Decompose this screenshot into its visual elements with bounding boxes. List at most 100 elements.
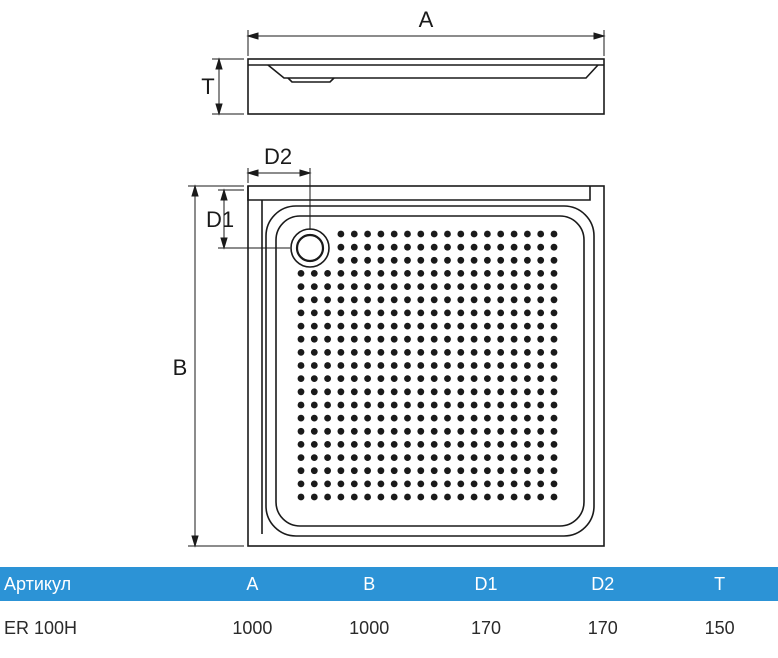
anti-slip-dot xyxy=(337,362,345,369)
anti-slip-dot xyxy=(324,335,331,343)
anti-slip-dot xyxy=(550,335,558,343)
anti-slip-dot xyxy=(350,467,358,475)
anti-slip-dot xyxy=(404,309,411,317)
anti-slip-dot xyxy=(337,296,345,304)
anti-slip-dot xyxy=(510,230,518,238)
anti-slip-dot xyxy=(377,480,385,488)
anti-slip-dot xyxy=(364,467,371,475)
anti-slip-dot xyxy=(310,362,318,369)
anti-slip-dot xyxy=(444,256,451,264)
anti-slip-dot xyxy=(364,493,371,501)
anti-slip-dot xyxy=(457,493,465,501)
anti-slip-dot xyxy=(364,283,371,290)
anti-slip-dot xyxy=(537,401,545,409)
anti-slip-dot xyxy=(457,480,465,488)
anti-slip-dot xyxy=(350,283,358,290)
anti-slip-dot xyxy=(297,270,305,277)
anti-slip-dot xyxy=(524,283,531,290)
anti-slip-dot xyxy=(404,270,411,277)
anti-slip-dot xyxy=(484,230,491,238)
anti-slip-dot xyxy=(497,375,505,382)
drain-inner-ring xyxy=(295,233,325,263)
anti-slip-dot xyxy=(297,296,305,304)
anti-slip-dot xyxy=(377,230,385,238)
anti-slip-dot xyxy=(497,427,505,435)
anti-slip-dot xyxy=(337,467,345,475)
anti-slip-dot xyxy=(310,388,318,396)
anti-slip-dot xyxy=(417,375,425,382)
anti-slip-dot xyxy=(484,335,491,343)
anti-slip-dot xyxy=(390,441,398,448)
anti-slip-dot xyxy=(390,256,398,264)
anti-slip-dot xyxy=(297,283,305,290)
anti-slip-dot xyxy=(310,375,318,382)
anti-slip-dot xyxy=(444,375,451,382)
anti-slip-dot xyxy=(297,401,305,409)
anti-slip-dot xyxy=(364,388,371,396)
anti-slip-dot xyxy=(457,349,465,356)
anti-slip-dot xyxy=(550,414,558,422)
anti-slip-dot-grid xyxy=(297,230,558,501)
anti-slip-dot xyxy=(350,454,358,461)
anti-slip-dot xyxy=(364,309,371,317)
anti-slip-dot xyxy=(470,230,478,238)
anti-slip-dot xyxy=(510,349,518,356)
anti-slip-dot xyxy=(524,362,531,369)
anti-slip-dot xyxy=(404,401,411,409)
anti-slip-dot xyxy=(377,256,385,264)
anti-slip-dot xyxy=(364,322,371,330)
anti-slip-dot xyxy=(310,414,318,422)
anti-slip-dot xyxy=(550,256,558,264)
anti-slip-dot xyxy=(364,454,371,461)
anti-slip-dot xyxy=(364,427,371,435)
anti-slip-dot xyxy=(350,230,358,238)
anti-slip-dot xyxy=(457,270,465,277)
anti-slip-dot xyxy=(444,296,451,304)
anti-slip-dot xyxy=(404,375,411,382)
anti-slip-dot xyxy=(444,467,451,475)
header-a: A xyxy=(194,567,311,601)
anti-slip-dot xyxy=(417,441,425,448)
anti-slip-dot xyxy=(470,441,478,448)
anti-slip-dot xyxy=(470,335,478,343)
anti-slip-dot xyxy=(364,335,371,343)
anti-slip-dot xyxy=(430,309,438,317)
anti-slip-dot xyxy=(537,270,545,277)
anti-slip-dot xyxy=(510,441,518,448)
anti-slip-dot xyxy=(404,296,411,304)
anti-slip-dot xyxy=(550,230,558,238)
anti-slip-dot xyxy=(444,362,451,369)
anti-slip-dot xyxy=(457,414,465,422)
anti-slip-dot xyxy=(524,375,531,382)
anti-slip-dot xyxy=(404,414,411,422)
anti-slip-dot xyxy=(510,296,518,304)
side-view-basin xyxy=(267,64,599,79)
anti-slip-dot xyxy=(510,401,518,409)
anti-slip-dot xyxy=(364,414,371,422)
anti-slip-dot xyxy=(550,309,558,317)
anti-slip-dot xyxy=(430,322,438,330)
header-d1: D1 xyxy=(427,567,545,601)
anti-slip-dot xyxy=(404,335,411,343)
side-view-outline xyxy=(247,58,605,115)
anti-slip-dot xyxy=(470,362,478,369)
anti-slip-dot xyxy=(350,322,358,330)
anti-slip-dot xyxy=(457,309,465,317)
anti-slip-dot xyxy=(417,349,425,356)
anti-slip-dot xyxy=(404,349,411,356)
anti-slip-dot xyxy=(297,388,305,396)
anti-slip-dot xyxy=(297,322,305,330)
anti-slip-dot xyxy=(390,296,398,304)
anti-slip-dot xyxy=(524,441,531,448)
anti-slip-dot xyxy=(524,270,531,277)
anti-slip-dot xyxy=(324,296,331,304)
anti-slip-dot xyxy=(497,480,505,488)
spec-table-header-row: Артикул A B D1 D2 T xyxy=(0,567,778,601)
anti-slip-dot xyxy=(537,414,545,422)
anti-slip-dot xyxy=(404,243,411,251)
anti-slip-dot xyxy=(430,441,438,448)
anti-slip-dot xyxy=(457,467,465,475)
anti-slip-dot xyxy=(537,296,545,304)
anti-slip-dot xyxy=(470,427,478,435)
anti-slip-dot xyxy=(484,480,491,488)
